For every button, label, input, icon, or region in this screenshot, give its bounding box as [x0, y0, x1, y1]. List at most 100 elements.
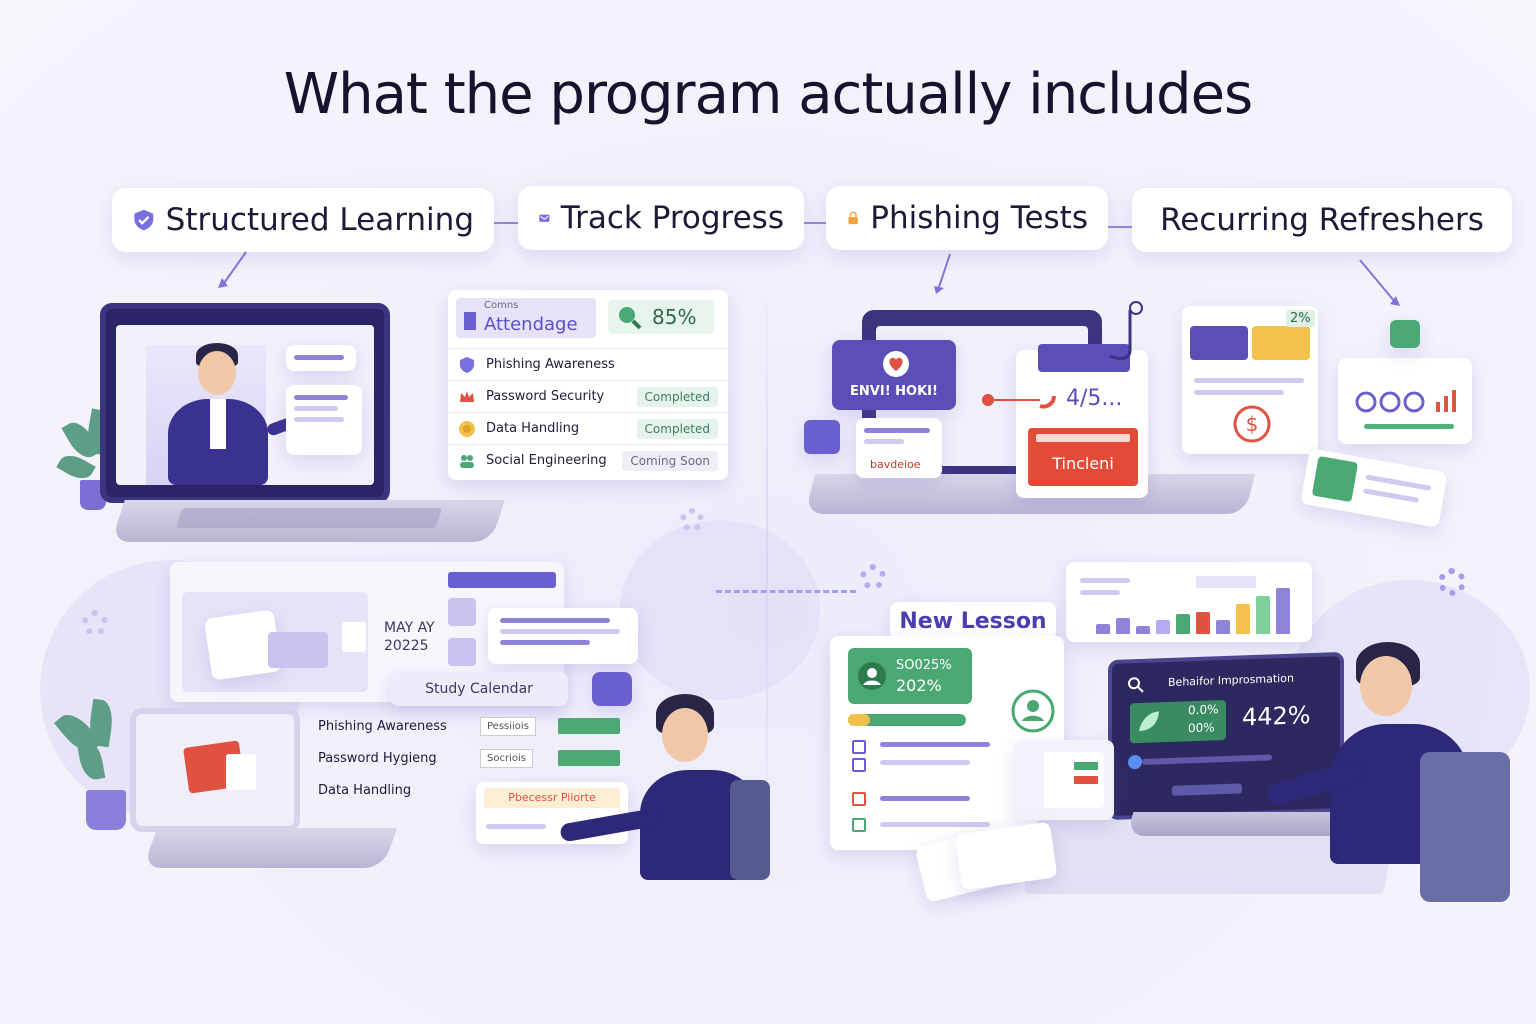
refresher-chip [1190, 326, 1248, 360]
leaf-icon [1139, 711, 1159, 732]
status-badge: Completed [636, 418, 718, 439]
progress-chip [558, 718, 620, 734]
calendar-row: Phishing Awareness Pessiiois [308, 710, 638, 742]
calendar-row-tag: Pessiiois [480, 716, 536, 736]
progress-chip [558, 750, 620, 766]
status-badge: Coming Soon [622, 450, 718, 471]
calendar-row-label: Data Handling [318, 782, 412, 798]
phishing-hook-line [982, 301, 1143, 406]
chevron-down-icon [448, 598, 476, 626]
study-calendar-title: Study Calendar [425, 681, 533, 697]
lesson-stat-box: SO025% 202% [848, 648, 972, 704]
study-calendar-header: Study Calendar [390, 672, 568, 706]
pointer-arrows [218, 251, 1400, 306]
pill-label: Track Progress [560, 200, 784, 236]
reminder-card: Pbecessr Piiorte [476, 782, 628, 844]
note-card [488, 608, 638, 664]
coin-icon [459, 420, 475, 437]
checkbox-icon [852, 792, 866, 806]
monitor-stat-1: 0.0% [1188, 702, 1219, 718]
gear-icon [1438, 568, 1466, 596]
ring-chart-icon [1355, 390, 1456, 413]
small-phish-card: bavdeioe [856, 418, 942, 478]
shield-check-icon [134, 209, 154, 231]
monitor-stat-2: 00% [1188, 720, 1215, 736]
gear-icon [82, 610, 108, 636]
crown-icon [460, 390, 474, 402]
reminder-label: Pbecessr Piiorte [484, 788, 620, 808]
phish-score: 4/5... [1066, 386, 1123, 411]
instructor-head [198, 351, 236, 395]
attendance-label: Attendage [484, 314, 578, 335]
course-row: Password Security Completed [448, 380, 728, 412]
calendar-row: Password Hygieng Socriois [308, 742, 638, 774]
plane-icon [592, 672, 632, 706]
progress-panel: Comns Attendage 85% Phishing Awareness P… [448, 290, 728, 480]
bar-chart [1086, 582, 1300, 634]
checkbox-icon [852, 818, 866, 832]
email-alert-card: ENVI! HOKI! [832, 340, 956, 410]
course-label: Password Security [486, 389, 605, 404]
course-label: Phishing Awareness [486, 357, 615, 372]
svg-text:$: $ [1246, 412, 1259, 436]
magnifier-icon [619, 307, 642, 330]
desk-doc [1014, 740, 1114, 820]
course-label: Social Engineering [486, 453, 607, 468]
heart-icon [883, 351, 909, 377]
new-lesson-title: New Lesson [899, 608, 1047, 634]
bar-chart-card [1066, 562, 1312, 642]
incident-label: Tincleni [1052, 454, 1114, 473]
calendar-image [182, 592, 368, 692]
calendar-row-label: Phishing Awareness [318, 718, 447, 734]
refresh-percent: 2% [1286, 310, 1315, 327]
person-right [1264, 642, 1520, 902]
search-icon [1128, 677, 1144, 693]
monitor: Behaifor Improsmation 0.0% 00% 442% [1108, 651, 1344, 821]
monitor-stat-box: 0.0% 00% [1130, 700, 1226, 744]
calendar-row-label: Password Hygieng [318, 750, 437, 766]
checkbox-icon [852, 740, 866, 754]
email-alert-label: ENVI! HOKI! [850, 384, 938, 399]
laptop-base [111, 500, 505, 542]
monitor-title: Behaifor Improsmation [1168, 671, 1294, 690]
course-row: Social Engineering Coming Soon [448, 444, 728, 476]
pill-connector [804, 222, 828, 224]
checkbox-icon [852, 758, 866, 772]
pill-structured-learning: Structured Learning [112, 188, 494, 252]
pill-phishing-tests: Phishing Tests [826, 186, 1108, 250]
pill-track-progress: Track Progress [518, 186, 804, 250]
calendar-row: Data Handling [308, 774, 638, 806]
percent-box: 85% [608, 300, 714, 334]
pill-label: Phishing Tests [870, 200, 1088, 236]
status-dot [1128, 754, 1142, 770]
gear-icon [860, 564, 886, 590]
lesson-stat-2: 202% [896, 676, 942, 695]
laptop-base [142, 828, 398, 868]
attendance-box: Comns Attendage [456, 298, 596, 338]
calendar-tag [448, 572, 556, 588]
pill-connector [494, 222, 520, 224]
refresher-chip [1252, 326, 1310, 360]
person-left [559, 690, 770, 880]
status-badge: Completed [636, 386, 718, 407]
attendance-percent: 85% [652, 305, 697, 329]
new-lesson-header: New Lesson [890, 602, 1056, 640]
course-row: Data Handling Completed [448, 412, 728, 444]
padlock-icon [848, 211, 858, 225]
laptop-screen-instructor [100, 303, 390, 503]
center-divider [766, 270, 768, 870]
envelope-check-icon [539, 214, 550, 222]
plant [54, 698, 130, 830]
pill-label: Recurring Refreshers [1160, 202, 1484, 238]
course-row: Phishing Awareness [448, 348, 728, 380]
refresher-chart-card [1338, 358, 1472, 444]
hook-icon [1039, 395, 1056, 409]
pill-connector [1108, 226, 1134, 228]
calendar-date-1: MAY AY [384, 620, 435, 636]
shield-icon [460, 356, 474, 373]
calendar-list: Phishing Awareness Pessiiois Password Hy… [308, 710, 638, 806]
user-circle-icon [858, 662, 886, 690]
dashed-connector [716, 590, 856, 593]
calendar-row-tag: Socriois [480, 748, 533, 768]
gear-icon [680, 508, 704, 532]
